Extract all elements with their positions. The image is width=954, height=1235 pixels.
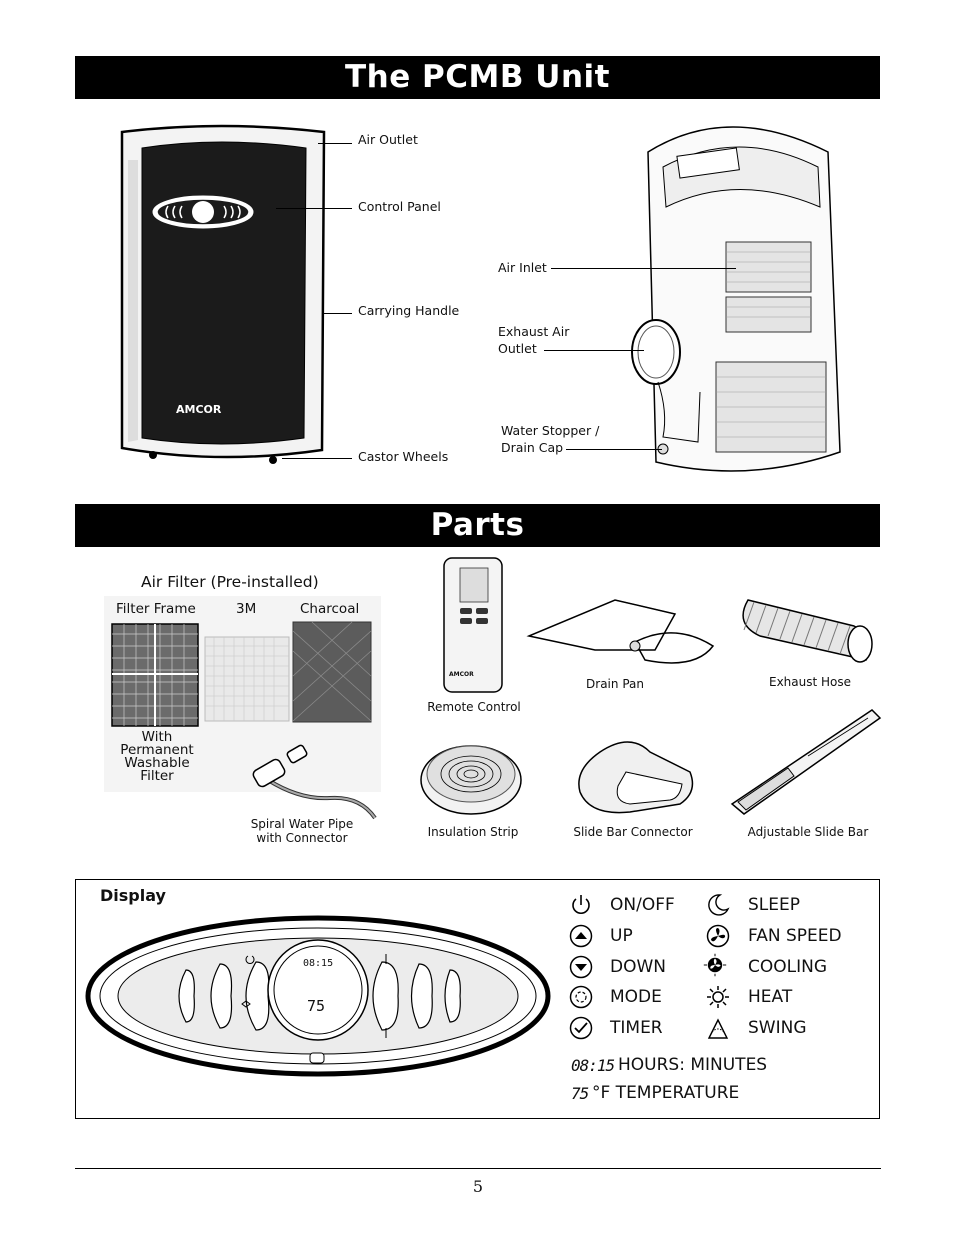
label-water-stopper-line1: Water Stopper / <box>501 423 600 438</box>
remote-control-image <box>443 557 503 693</box>
leader-exhaust-air-outlet <box>544 350 644 351</box>
section-title-unit: The PCMB Unit <box>75 56 880 99</box>
washable-line-3: Washable <box>124 755 190 771</box>
label-water-stopper-line2: Drain Cap <box>501 440 564 455</box>
legend-hours-minutes: HOURS: MINUTES <box>618 1055 768 1075</box>
caption-slide-bar-connector: Slide Bar Connector <box>573 825 693 839</box>
swing-icon <box>707 1018 729 1039</box>
legend-mode: MODE <box>610 987 662 1007</box>
label-exhaust-air-outlet-line1: Exhaust Air <box>498 324 570 339</box>
label-charcoal: Charcoal <box>300 601 360 617</box>
page-number: 5 <box>472 1177 484 1196</box>
washable-filter-label: With Permanent Washable Filter <box>112 729 202 784</box>
leader-castor-wheels <box>282 458 352 459</box>
down-icon <box>569 955 593 979</box>
spiral-caption-line-2: with Connector <box>256 831 348 845</box>
insulation-strip-image <box>420 745 522 815</box>
control-panel-diagram <box>85 915 551 1077</box>
section-title-parts: Parts <box>75 504 880 547</box>
legend-swing: SWING <box>748 1018 807 1038</box>
exhaust-hose-image <box>742 599 873 663</box>
legend-temperature: °F TEMPERATURE <box>592 1083 740 1103</box>
filter-3m-image <box>204 636 290 722</box>
spiral-pipe-caption: Spiral Water Pipe with Connector <box>240 817 364 845</box>
legend-cooling: COOLING <box>748 957 828 977</box>
washable-line-2: Permanent <box>120 742 194 758</box>
brand-logo: AMCOR <box>176 403 222 416</box>
legend-sleep: SLEEP <box>748 895 800 915</box>
leader-carrying-handle <box>322 313 352 314</box>
label-filter-frame: Filter Frame <box>116 601 196 617</box>
adjustable-slide-bar-image <box>730 709 882 815</box>
air-filter-title: Air Filter (Pre-installed) <box>141 573 319 591</box>
timer-icon <box>569 1016 593 1040</box>
heat-sun-icon <box>707 986 729 1008</box>
filter-charcoal-image <box>292 621 372 723</box>
sleep-moon-icon <box>708 894 730 916</box>
cooling-snowflake-icon <box>703 953 727 977</box>
panel-time-readout: 08:15 <box>303 958 334 969</box>
washable-line-1: With <box>141 729 173 745</box>
spiral-water-pipe-image <box>252 744 377 820</box>
front-unit-illustration <box>120 124 326 464</box>
display-box <box>75 879 880 1119</box>
temp-sample-digits: 75 <box>571 1084 589 1103</box>
legend-down: DOWN <box>610 957 666 977</box>
legend-on-off: ON/OFF <box>610 895 675 915</box>
label-control-panel: Control Panel <box>358 199 441 214</box>
fan-speed-icon <box>706 924 730 948</box>
caption-drain-pan: Drain Pan <box>586 677 644 691</box>
label-castor-wheels: Castor Wheels <box>358 449 449 464</box>
label-air-outlet: Air Outlet <box>358 132 418 147</box>
caption-remote-control: Remote Control <box>427 700 521 714</box>
legend-fan-speed: FAN SPEED <box>748 926 842 946</box>
caption-insulation-strip: Insulation Strip <box>427 825 519 839</box>
caption-adjustable-slide-bar: Adjustable Slide Bar <box>747 825 869 839</box>
on-off-icon <box>572 895 590 914</box>
label-carrying-handle: Carrying Handle <box>358 303 460 318</box>
washable-line-4: Filter <box>140 768 174 784</box>
filter-frame-image <box>111 623 199 727</box>
leader-water-stopper <box>566 449 662 450</box>
up-icon <box>569 924 593 948</box>
remote-brand: AMCOR <box>449 671 474 678</box>
legend-up: UP <box>610 926 633 946</box>
label-exhaust-air-outlet-line2: Outlet <box>498 341 537 356</box>
leader-air-outlet <box>318 143 352 144</box>
display-title: Display <box>100 886 166 905</box>
spiral-caption-line-1: Spiral Water Pipe <box>250 817 354 831</box>
drain-pan-image <box>526 599 715 664</box>
mode-icon <box>569 985 593 1009</box>
label-air-inlet: Air Inlet <box>498 260 547 275</box>
footer-rule <box>75 1168 881 1169</box>
leader-air-inlet <box>551 268 736 269</box>
time-sample-digits: 08:15 <box>571 1056 615 1075</box>
label-3m: 3M <box>236 601 257 617</box>
back-unit-illustration <box>631 126 841 472</box>
legend-heat: HEAT <box>748 987 793 1007</box>
panel-temp-readout: 75 <box>307 997 326 1015</box>
slide-bar-connector-image <box>578 741 694 814</box>
legend-timer: TIMER <box>610 1018 663 1038</box>
leader-control-panel <box>276 208 352 209</box>
caption-exhaust-hose: Exhaust Hose <box>768 675 852 689</box>
